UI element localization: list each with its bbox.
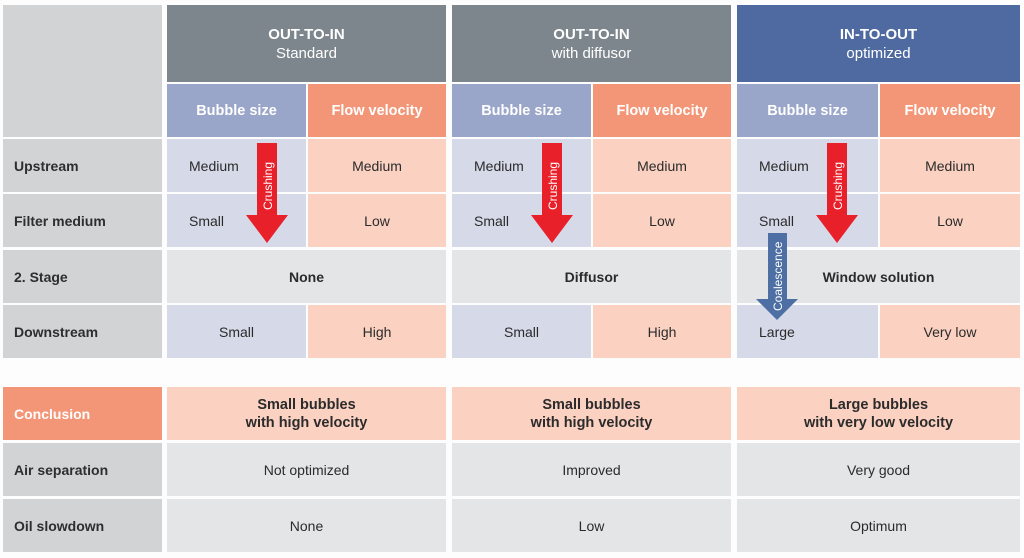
- svg-text:Crushing: Crushing: [546, 162, 560, 210]
- downstream-bubble-standard: Small: [167, 305, 306, 358]
- coalescence-arrow-icon: Coalescence: [756, 233, 798, 320]
- downstream-bubble-diffusor: Small: [452, 305, 591, 358]
- corner-blank: [3, 5, 162, 137]
- stage-standard: None: [167, 250, 446, 303]
- row-label-upstream: Upstream: [3, 139, 162, 192]
- conclusion-line: Small bubbles: [542, 396, 641, 413]
- crushing-arrow-icon: Crushing: [246, 143, 288, 243]
- downstream-bubble-optimized: Large: [737, 305, 878, 358]
- row-label-conclusion: Conclusion: [3, 387, 162, 440]
- subheader-flow-velocity: Flow velocity: [308, 84, 446, 137]
- air-separation-diffusor: Improved: [452, 443, 731, 496]
- conclusion-line: Small bubbles: [257, 396, 356, 413]
- downstream-flow-standard: High: [308, 305, 446, 358]
- upstream-flow-standard: Medium: [308, 139, 446, 192]
- row-label-air-separation: Air separation: [3, 443, 162, 496]
- oil-slowdown-standard: None: [167, 499, 446, 552]
- conclusion-line: Large bubbles: [828, 396, 929, 413]
- filter-bubble-optimized: Small: [737, 194, 878, 247]
- row-label-filter-medium: Filter medium: [3, 194, 162, 247]
- oil-slowdown-diffusor: Low: [452, 499, 731, 552]
- column-subtitle: Standard: [276, 44, 337, 62]
- upstream-bubble-diffusor: Medium: [452, 139, 591, 192]
- column-title: OUT-TO-IN: [553, 25, 630, 43]
- subheader-flow-velocity: Flow velocity: [880, 84, 1020, 137]
- upstream-bubble-optimized: Medium: [737, 139, 878, 192]
- subheader-bubble-size: Bubble size: [452, 84, 591, 137]
- column-subtitle: optimized: [846, 44, 911, 62]
- column-title: OUT-TO-IN: [268, 25, 345, 43]
- crushing-arrow-icon: Crushing: [531, 143, 573, 243]
- upstream-flow-diffusor: Medium: [593, 139, 731, 192]
- air-separation-standard: Not optimized: [167, 443, 446, 496]
- column-header-diffusor: OUT-TO-IN with diffusor: [452, 5, 731, 82]
- conclusion-optimized: Large bubbles with very low velocity: [737, 387, 1020, 440]
- conclusion-standard: Small bubbles with high velocity: [167, 387, 446, 440]
- subheader-bubble-size: Bubble size: [167, 84, 306, 137]
- air-separation-optimized: Very good: [737, 443, 1020, 496]
- downstream-flow-optimized: Very low: [880, 305, 1020, 358]
- conclusion-diffusor: Small bubbles with high velocity: [452, 387, 731, 440]
- stage-diffusor: Diffusor: [452, 250, 731, 303]
- row-label-downstream: Downstream: [3, 305, 162, 358]
- column-header-standard: OUT-TO-IN Standard: [167, 5, 446, 82]
- row-label-stage: 2. Stage: [3, 250, 162, 303]
- row-label-oil-slowdown: Oil slowdown: [3, 499, 162, 552]
- crushing-arrow-icon: Crushing: [816, 143, 858, 243]
- upstream-bubble-standard: Medium: [167, 139, 306, 192]
- svg-text:Crushing: Crushing: [831, 162, 845, 210]
- upstream-flow-optimized: Medium: [880, 139, 1020, 192]
- subheader-bubble-size: Bubble size: [737, 84, 878, 137]
- downstream-flow-diffusor: High: [593, 305, 731, 358]
- oil-slowdown-optimized: Optimum: [737, 499, 1020, 552]
- column-subtitle: with diffusor: [551, 44, 632, 62]
- conclusion-line: with high velocity: [530, 414, 653, 431]
- filter-flow-standard: Low: [308, 194, 446, 247]
- conclusion-line: with high velocity: [245, 414, 368, 431]
- svg-text:Coalescence: Coalescence: [771, 241, 785, 311]
- conclusion-line: with very low velocity: [803, 414, 954, 431]
- filter-flow-diffusor: Low: [593, 194, 731, 247]
- subheader-flow-velocity: Flow velocity: [593, 84, 731, 137]
- column-title: IN-TO-OUT: [839, 25, 918, 43]
- filter-flow-optimized: Low: [880, 194, 1020, 247]
- column-header-optimized: IN-TO-OUT optimized: [737, 5, 1020, 82]
- svg-text:Crushing: Crushing: [261, 162, 275, 210]
